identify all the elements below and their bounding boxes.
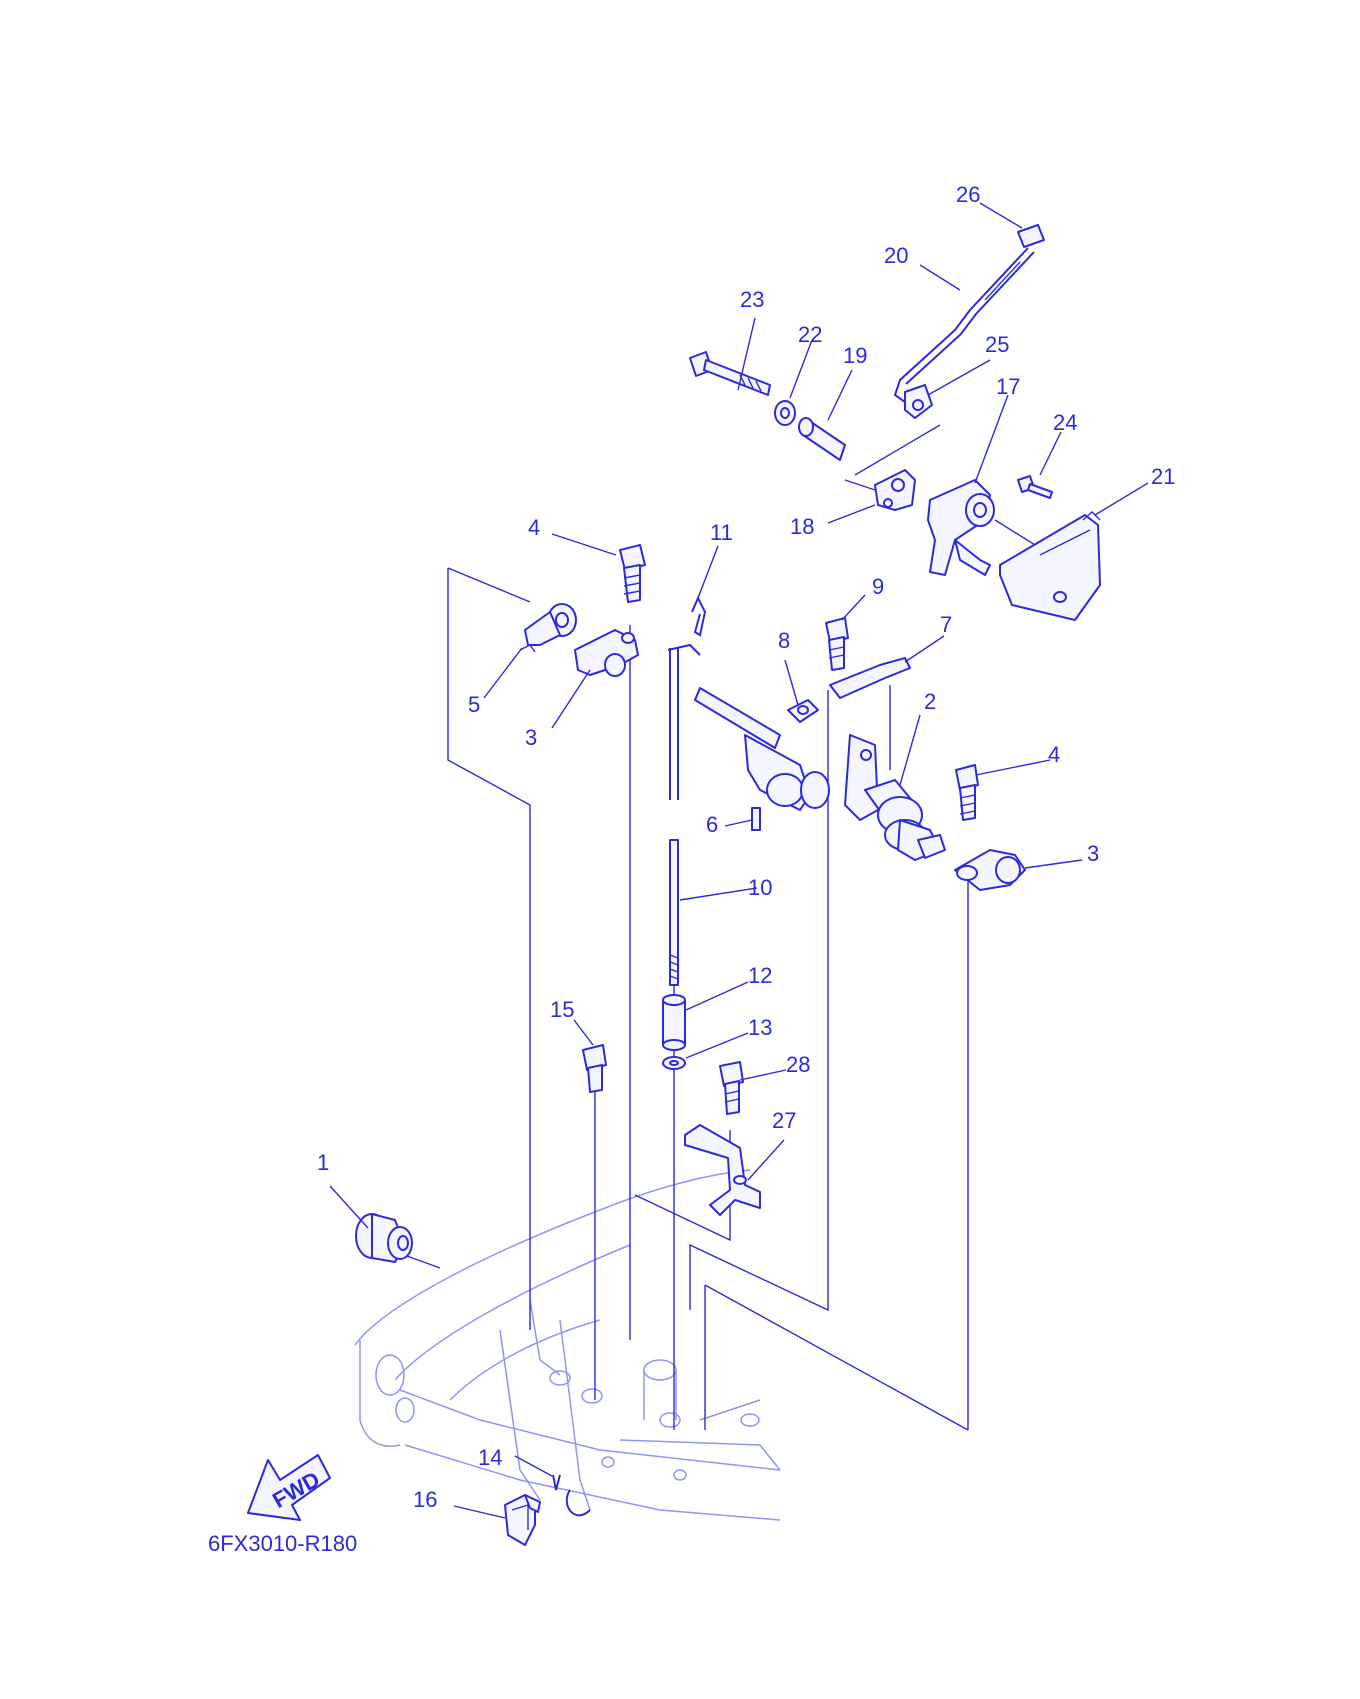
label-19: 19 [843, 343, 867, 368]
label-18: 18 [790, 514, 814, 539]
part-23-bolt [689, 351, 771, 396]
label-7: 7 [940, 612, 952, 637]
label-25: 25 [985, 332, 1009, 357]
label-22: 22 [798, 322, 822, 347]
part-24-bolt [1017, 475, 1053, 499]
label-5: 5 [468, 692, 480, 717]
label-27: 27 [772, 1108, 796, 1133]
callout-labels: 1 2 3 3 4 4 5 6 7 8 9 10 11 12 13 14 15 … [317, 182, 1175, 1512]
part-1-grommet [355, 1213, 413, 1263]
part-9-bolt [825, 617, 849, 671]
part-4-bolt-upper [619, 544, 646, 603]
part-7-plate [829, 657, 911, 699]
part-28-bolt [719, 1061, 744, 1115]
label-21: 21 [1151, 464, 1175, 489]
part-15-bolt [582, 1044, 607, 1093]
label-1: 1 [317, 1150, 329, 1175]
label-8: 8 [778, 628, 790, 653]
part-16-holder [504, 1494, 541, 1546]
label-16: 16 [413, 1487, 437, 1512]
label-14: 14 [478, 1445, 502, 1470]
label-13: 13 [748, 1015, 772, 1040]
part-27-bracket [684, 1124, 761, 1216]
label-4-upper: 4 [528, 515, 540, 540]
part-3-bracket-right [954, 849, 1026, 891]
fwd-arrow: FWD [247, 1454, 331, 1521]
part-25-clip [904, 384, 933, 419]
label-6: 6 [706, 812, 718, 837]
part-3-bracket-left [574, 629, 639, 677]
label-17: 17 [996, 374, 1020, 399]
part-21-bracket [999, 511, 1101, 621]
part-13-washer [662, 1056, 686, 1070]
label-3-right: 3 [1087, 841, 1099, 866]
label-20: 20 [884, 243, 908, 268]
label-9: 9 [872, 574, 884, 599]
drawing-code: 6FX3010-R180 [208, 1531, 357, 1556]
label-23: 23 [740, 287, 764, 312]
part-5-clip [519, 603, 577, 653]
part-4-bolt-lower [955, 764, 979, 821]
label-10: 10 [748, 875, 772, 900]
part-10-rod [667, 643, 701, 986]
label-12: 12 [748, 963, 772, 988]
part-11-clip [691, 595, 707, 637]
label-2: 2 [924, 689, 936, 714]
bottom-cowling [354, 1169, 781, 1521]
label-11: 11 [710, 520, 733, 545]
part-12-collar [662, 994, 686, 1051]
part-2-shift-shaft [694, 687, 946, 861]
label-24: 24 [1053, 410, 1077, 435]
part-6-pin [751, 807, 761, 831]
part-17-lever-arm [927, 479, 995, 576]
part-8-grommet [787, 699, 819, 723]
part-20-rod [893, 247, 1035, 403]
callout-leaders [329, 202, 1149, 1519]
label-3-left: 3 [525, 725, 537, 750]
part-14-clip [552, 1474, 591, 1517]
part-26-cap [1017, 224, 1045, 248]
part-19-collar [798, 417, 846, 461]
label-26: 26 [956, 182, 980, 207]
part-22-washer [774, 400, 796, 426]
label-4-lower: 4 [1048, 742, 1060, 767]
label-28: 28 [786, 1052, 810, 1077]
label-15: 15 [550, 997, 574, 1022]
part-18-lever [874, 469, 916, 511]
